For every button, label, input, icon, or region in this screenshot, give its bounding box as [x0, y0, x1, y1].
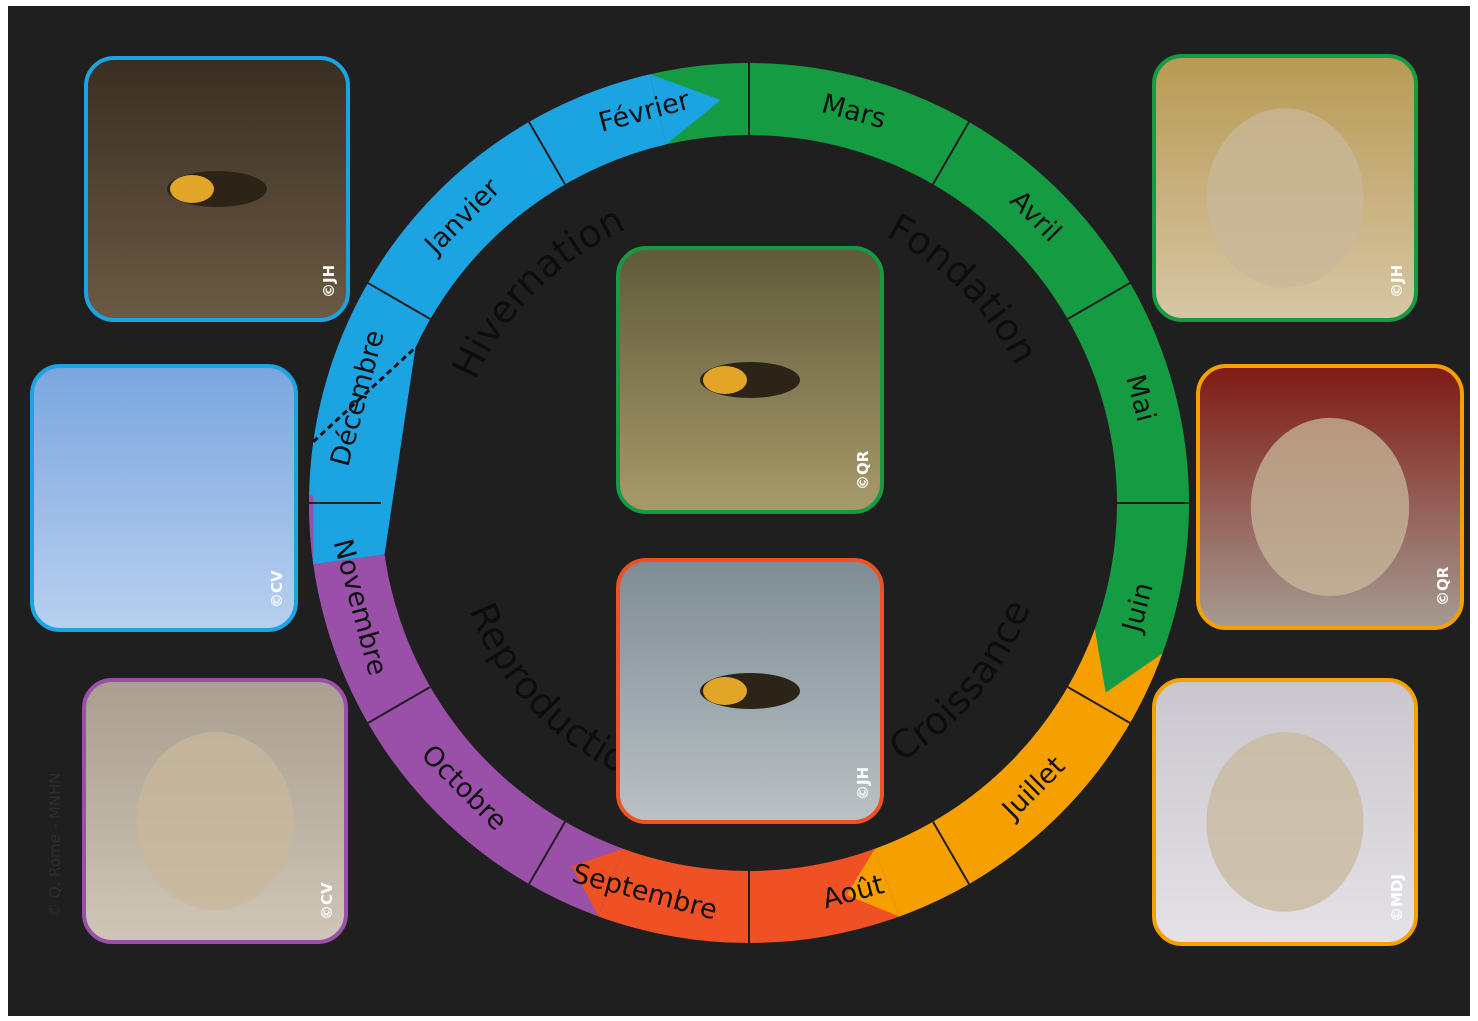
photo-large-nest-hornets: ©CV [84, 680, 346, 942]
photo-cards: ©JH ©CV ©CV ©QR ©JH ©JH ©QR ©MDJ [32, 56, 1462, 944]
photo-nest-in-branches: ©MDJ [1154, 680, 1416, 944]
photo-frame [32, 366, 296, 630]
hornet-abdomen-shape [703, 366, 747, 394]
hornet-abdomen-shape [703, 677, 747, 705]
nest-shape [1206, 732, 1363, 912]
photo-credit: ©QR [854, 450, 872, 490]
photo-hornet-hunting-bees: ©JH [618, 560, 882, 822]
photo-nest-in-tree-bare: ©CV [32, 366, 296, 630]
hornet-abdomen-shape [170, 175, 214, 203]
nest-shape [1206, 108, 1363, 288]
photo-credit: ©MDJ [1388, 874, 1406, 922]
photo-credit: ©CV [318, 882, 336, 920]
photo-credit: ©CV [268, 570, 286, 608]
photo-queen-hibernating: ©JH [86, 58, 348, 320]
photo-credit: ©JH [320, 265, 338, 298]
photo-credit: ©JH [1388, 265, 1406, 298]
nest-shape [1251, 418, 1409, 596]
photo-credit: ©JH [854, 767, 872, 800]
photo-credit-vertical: © Q. Rome - MNHN [46, 773, 64, 919]
photo-primary-nest: ©JH [1154, 56, 1416, 320]
photo-hornet-center: ©QR [618, 248, 882, 512]
photo-credit: ©QR [1434, 566, 1452, 606]
nest-shape [136, 732, 293, 910]
photo-nest-cross-section: ©QR [1198, 366, 1462, 628]
phase-label-croissance: Croissance [881, 594, 1039, 770]
